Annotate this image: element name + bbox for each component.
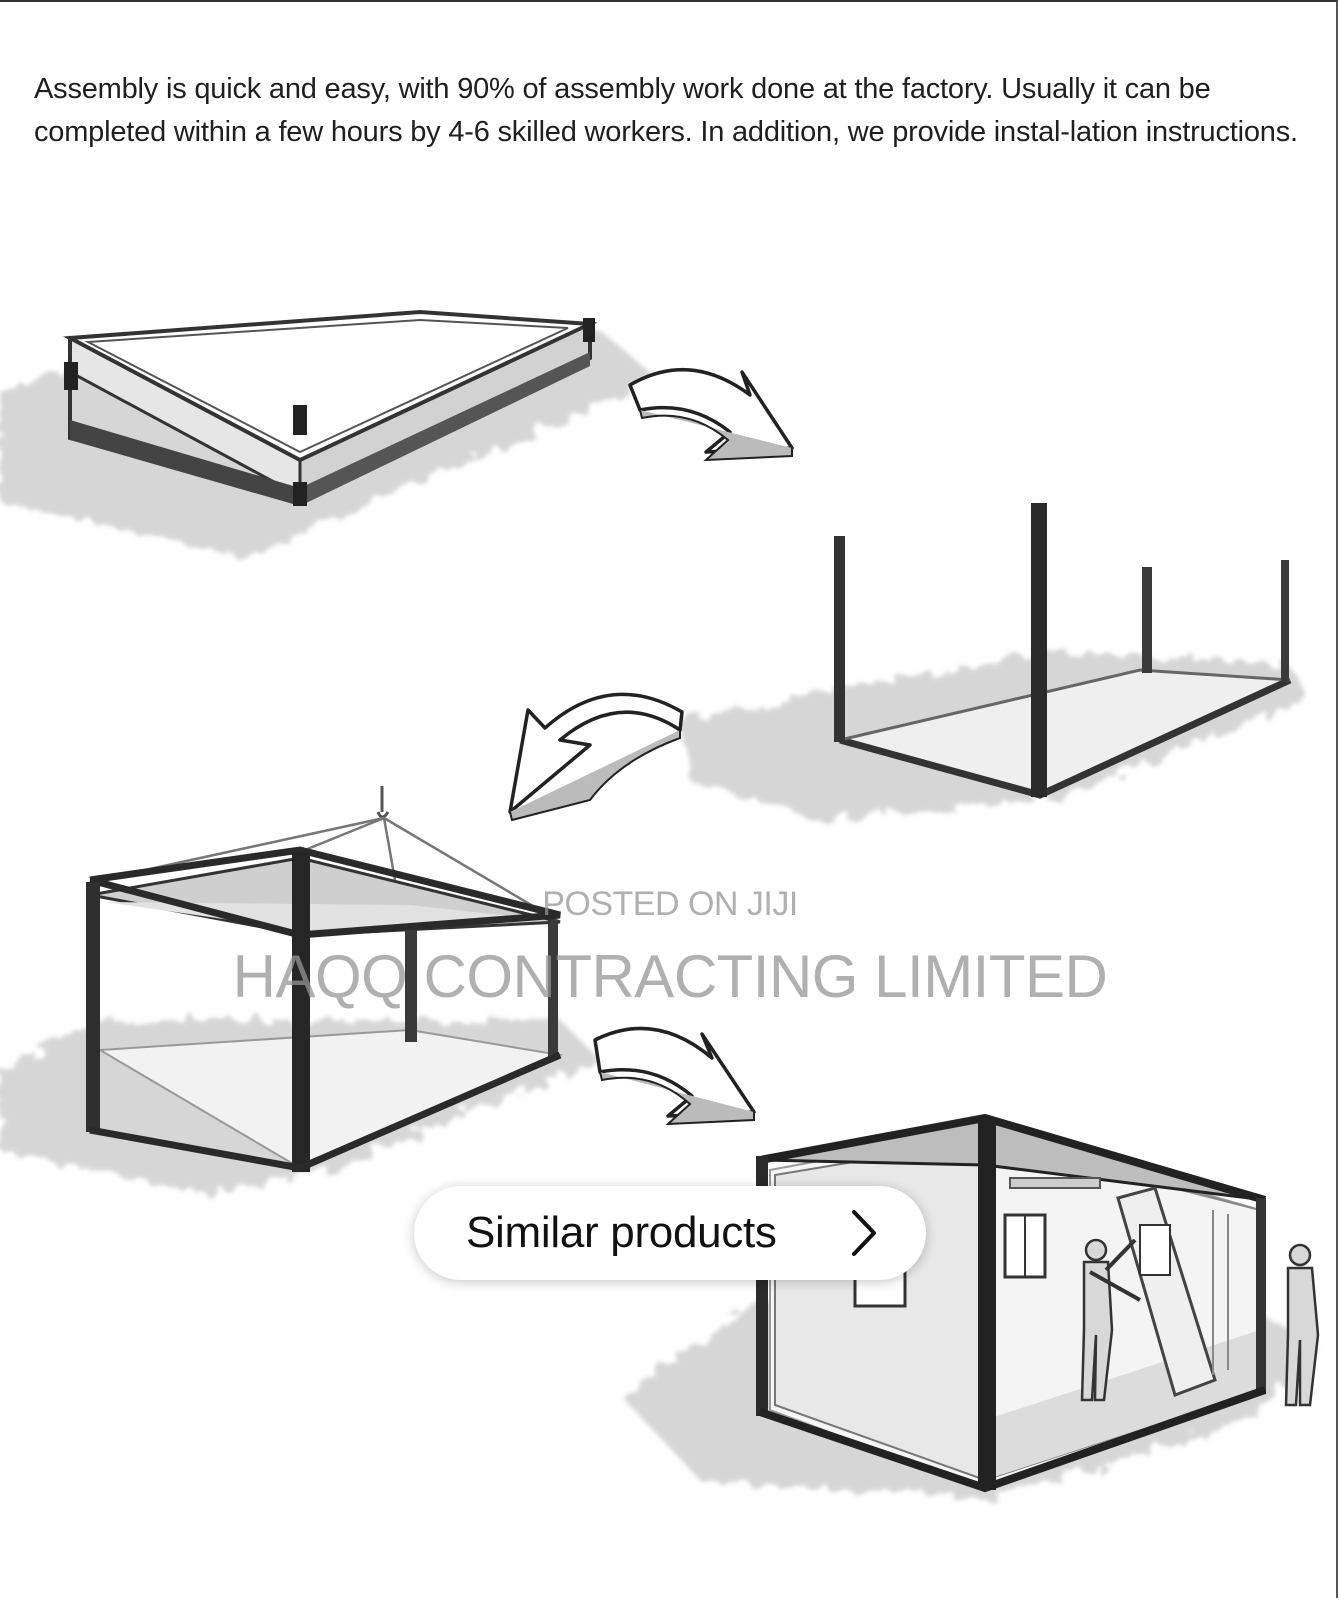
chevron-right-icon xyxy=(852,1210,876,1256)
step-roof-lifted xyxy=(86,786,564,1172)
step-panels-installed xyxy=(756,1113,1320,1493)
watermark-seller: HAQQ CONTRACTING LIMITED xyxy=(232,943,1108,1010)
curved-arrow-icon xyxy=(628,367,794,462)
similar-products-button[interactable]: Similar products xyxy=(414,1186,926,1280)
curved-arrow-icon xyxy=(508,692,684,822)
similar-products-label: Similar products xyxy=(466,1208,777,1257)
assembly-description: Assembly is quick and easy, with 90% of … xyxy=(34,73,1298,148)
curved-arrow-icon xyxy=(593,1026,756,1126)
watermark-posted: POSTED ON JIJI xyxy=(542,885,798,923)
step-corner-posts xyxy=(834,503,1292,799)
step-base-frame xyxy=(62,309,598,506)
